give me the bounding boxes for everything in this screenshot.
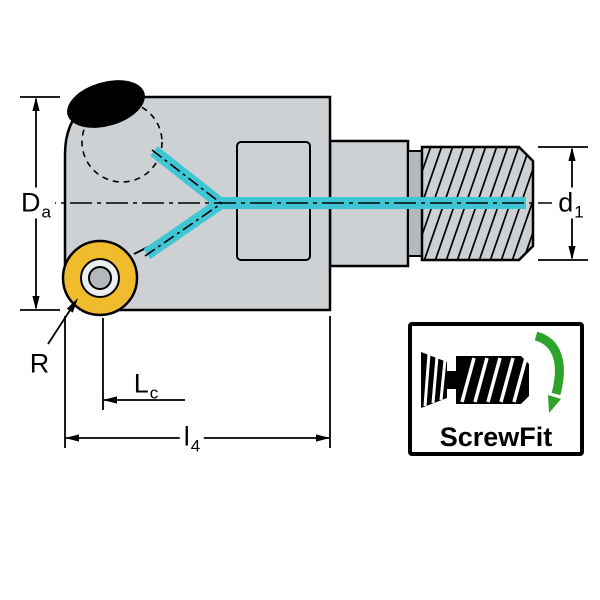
d1-arrow-up [568, 147, 576, 161]
badge-neck [447, 371, 456, 389]
da-arrow-down [32, 296, 40, 310]
screwfit-connection-icon [421, 352, 529, 408]
badge-label: ScrewFit [440, 422, 553, 452]
top-insert [67, 80, 145, 128]
radius-leader [47, 298, 78, 345]
insert-screw [88, 266, 112, 290]
coolant-axis-upper [151, 149, 223, 205]
insert-seat-hidden-circle [81, 101, 163, 183]
green-rotation-arrow-icon [534, 331, 564, 413]
da-arrow-up [32, 97, 40, 111]
l4-arrow-left [65, 434, 79, 442]
screwfit-badge: ScrewFit [408, 322, 584, 456]
coolant-axis-lower [144, 202, 223, 257]
lc-arrow-left [103, 396, 117, 404]
coolant-channels [143, 146, 526, 259]
round-insert-assembly [61, 239, 139, 317]
label-r: R [29, 348, 50, 379]
d1-arrow-down [568, 246, 576, 260]
r-arrow [66, 298, 78, 313]
l4-arrow-right [316, 434, 330, 442]
dimension-lc [102, 318, 185, 410]
